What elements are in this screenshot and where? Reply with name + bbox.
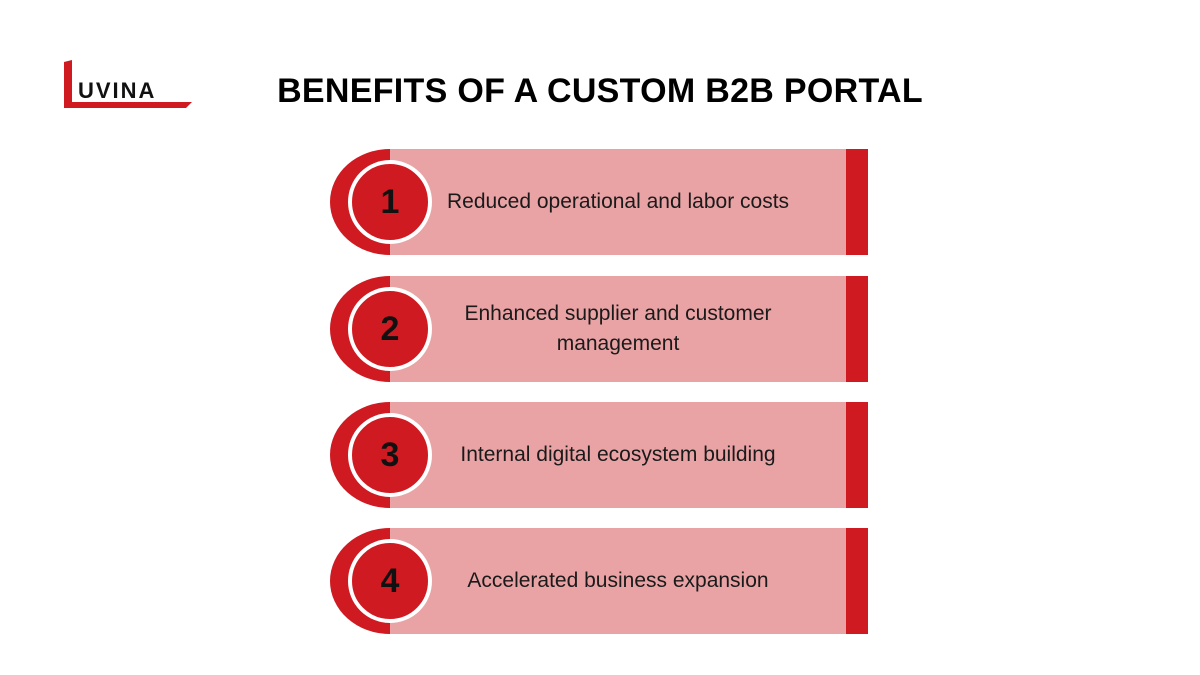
benefit-card: Enhanced supplier and customer managemen… bbox=[330, 276, 868, 382]
benefit-card: Accelerated business expansion 4 bbox=[330, 528, 868, 634]
svg-text:UVINA: UVINA bbox=[78, 78, 156, 103]
number-badge: 4 bbox=[348, 539, 432, 623]
benefit-card: Internal digital ecosystem building 3 bbox=[330, 402, 868, 508]
benefit-text: Accelerated business expansion bbox=[467, 569, 769, 592]
number-badge: 2 bbox=[348, 287, 432, 371]
benefit-card: Reduced operational and labor costs 1 bbox=[330, 149, 868, 255]
benefit-text: Internal digital ecosystem building bbox=[460, 443, 776, 466]
page-title: BENEFITS OF A CUSTOM B2B PORTAL bbox=[277, 72, 923, 110]
luvina-logo: UVINA bbox=[64, 60, 192, 108]
number-badge: 3 bbox=[348, 413, 432, 497]
benefit-text: Reduced operational and labor costs bbox=[446, 190, 790, 213]
number-badge: 1 bbox=[348, 160, 432, 244]
benefit-text: Enhanced supplier and customer managemen… bbox=[464, 302, 772, 355]
